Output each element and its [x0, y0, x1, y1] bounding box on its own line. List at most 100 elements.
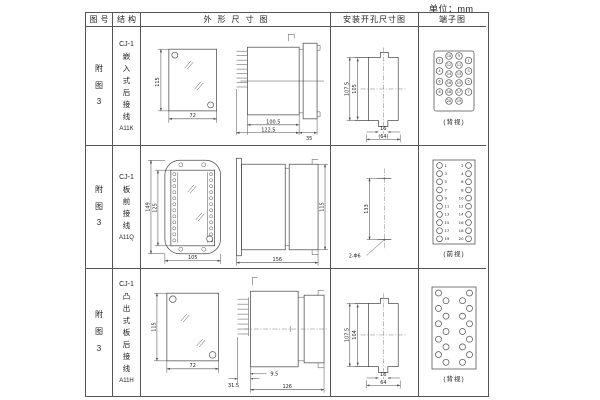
terminal-grid-a11h	[435, 289, 473, 366]
model-row1: CJ-1	[119, 40, 134, 48]
cell-install-row1: 107.5 105 16 (64)	[331, 27, 419, 146]
header-structure: 结构	[113, 13, 141, 27]
svg-text:17: 17	[457, 90, 461, 94]
cell-outline-row1: 115 72	[141, 27, 331, 146]
header-install-label: 安装开孔尺寸图	[343, 15, 406, 24]
dim-a11q-front-width: 105	[188, 255, 197, 261]
code-row3: A11H	[119, 378, 134, 384]
header-structure-label: 结构	[117, 15, 139, 24]
header-fig-no-label: 图号	[89, 15, 112, 24]
a11h-side-view: 31.5 9.5 126	[228, 277, 329, 393]
fig-no-row3: 附图3	[94, 310, 103, 353]
svg-text:1: 1	[467, 58, 469, 62]
dim-a11k-front-height: 115	[155, 77, 161, 86]
mounting-screw-icon	[208, 351, 217, 359]
svg-text:10: 10	[447, 54, 451, 58]
fig-no-row1: 附图3	[94, 63, 103, 107]
svg-text:4: 4	[461, 170, 464, 175]
dim-a11k-install-cutout: (64)	[378, 133, 388, 139]
unit-label: 单位：mm	[429, 4, 474, 14]
svg-text:16: 16	[447, 81, 451, 85]
svg-text:19: 19	[457, 99, 461, 103]
svg-text:6: 6	[461, 179, 464, 184]
a11k-side-view: 100.5 122.5 35	[236, 33, 325, 142]
label-a11q-hole: 2-Φ6	[349, 253, 361, 259]
cell-terminal-row3: (背视)	[419, 269, 486, 396]
model-row2: CJ-1	[119, 173, 134, 181]
cell-structure-row1: CJ-1 嵌入式后接线 A11K	[113, 27, 141, 146]
header-outline-label: 外形尺寸图	[203, 15, 274, 24]
structure-text-row1: 嵌入式后接线	[122, 51, 131, 121]
outline-drawing-a11k: 115 72	[155, 33, 325, 142]
cell-install-row3: 107.5 104 16 64	[331, 269, 419, 396]
cell-outline-row2: 149 125 105 156	[141, 146, 331, 269]
dim-a11q-hole-span: 133	[364, 204, 370, 213]
svg-text:9: 9	[445, 195, 448, 200]
terminal-drawing-a11h: (背视)	[431, 286, 477, 383]
dim-a11q-inner-height: 125	[152, 203, 158, 212]
svg-text:11: 11	[457, 63, 461, 67]
cell-figno-row3: 附图3	[86, 269, 113, 396]
install-drawing-a11q: 133 2-Φ6	[349, 167, 392, 259]
svg-text:5: 5	[445, 179, 448, 184]
svg-text:3: 3	[445, 170, 448, 175]
cell-figno-row2: 附图3	[86, 146, 113, 269]
dim-a11h-install-outer: 107.5	[344, 328, 350, 342]
svg-text:20: 20	[459, 236, 464, 241]
fig-no-row2: 附图3	[94, 184, 103, 228]
dim-a11h-offset: 9.5	[270, 371, 278, 377]
header-terminal-label: 端子图	[439, 15, 466, 24]
svg-text:10: 10	[459, 195, 464, 200]
dim-a11q-side-height: 115	[320, 202, 326, 211]
structure-text-row3: 凸出式板后接线	[122, 292, 131, 373]
svg-text:20: 20	[447, 99, 451, 103]
cell-install-row2: 133 2-Φ6	[331, 146, 419, 269]
svg-text:14: 14	[459, 211, 464, 216]
header-outline: 外形尺寸图	[141, 13, 331, 27]
a11h-front-view: 115 72	[151, 292, 219, 373]
install-drawing-a11h: 107.5 104 16 64	[344, 293, 407, 389]
svg-text:9: 9	[458, 54, 460, 58]
svg-text:7: 7	[467, 90, 469, 94]
svg-text:19: 19	[445, 236, 450, 241]
hook-symbol	[287, 33, 295, 41]
dim-a11h-comb-width: 31.5	[228, 383, 239, 389]
dim-a11k-front-width: 72	[190, 112, 196, 118]
structure-text-row2: 板前接线	[122, 184, 131, 230]
install-drawing-a11k: 107.5 105 16 (64)	[344, 46, 407, 142]
mounting-screw-icon	[207, 101, 214, 108]
outline-drawing-a11h: 115 72	[151, 277, 329, 393]
dim-a11h-body-length: 126	[282, 384, 291, 390]
dim-a11k-install-outer: 107.5	[344, 81, 350, 95]
cell-figno-row1: 附图3	[86, 27, 113, 146]
svg-text:15: 15	[445, 219, 450, 224]
a11k-front-view: 115 72	[155, 48, 217, 123]
spec-table: 图号 结构 外形尺寸图 安装开孔尺寸图 端子图 附图3 CJ-1 嵌入式后接线 …	[85, 12, 489, 397]
mounting-screw-icon	[169, 295, 177, 303]
dim-a11k-total-width: 122.5	[261, 127, 275, 133]
terminal-caption-a11q: (前视)	[443, 249, 464, 258]
svg-text:8: 8	[438, 90, 440, 94]
dim-a11h-front-height: 115	[151, 322, 157, 331]
dim-a11h-install-inner: 104	[352, 330, 358, 339]
hook-symbol	[252, 277, 258, 286]
dim-a11h-install-tab: 16	[380, 372, 386, 378]
cell-outline-row3: 115 72	[141, 269, 331, 396]
mounting-screw-icon	[171, 51, 179, 58]
mounting-screw-icon	[206, 235, 213, 242]
svg-text:2: 2	[461, 162, 464, 167]
terminal-caption-a11h: (背视)	[443, 374, 464, 383]
dim-a11k-body-width: 100.5	[266, 119, 280, 125]
svg-text:2: 2	[438, 58, 440, 62]
a11q-side-view: 156 115	[236, 157, 329, 266]
svg-text:8: 8	[461, 187, 464, 192]
terminal-caption-a11k: (背视)	[443, 117, 464, 126]
cell-structure-row3: CJ-1 凸出式板后接线 A11H	[113, 269, 141, 396]
svg-text:18: 18	[447, 90, 451, 94]
a11q-front-view: 149 125 105	[145, 159, 221, 264]
